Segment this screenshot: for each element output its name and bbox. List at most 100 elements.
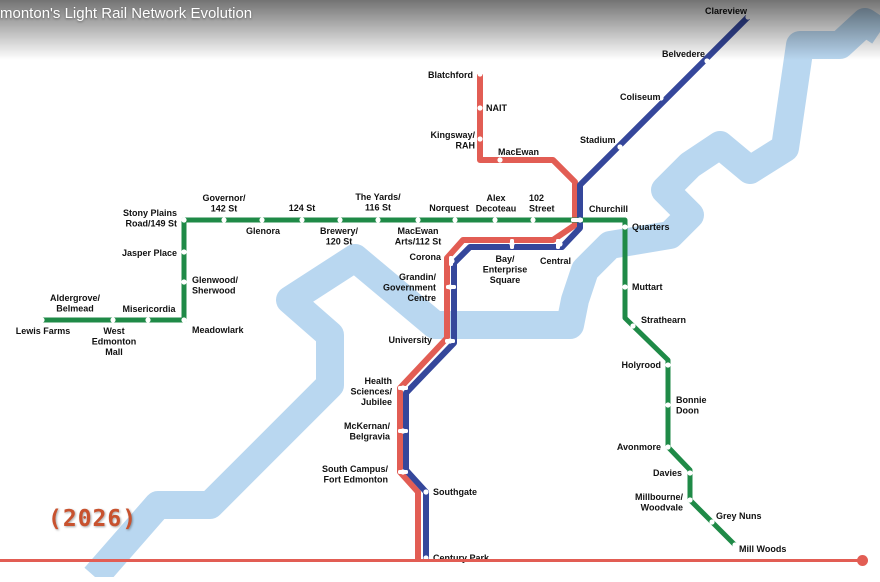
station-marker-strathearn — [630, 323, 636, 329]
station-marker-street-102 — [530, 217, 536, 223]
station-label-lewis-farms: Lewis Farms — [16, 326, 71, 336]
station-label-blatchford: Blatchford — [428, 70, 473, 80]
station-label-governor: Governor/142 St — [202, 193, 246, 214]
station-marker-kingsway — [477, 136, 483, 142]
station-label-strathearn: Strathearn — [641, 315, 686, 325]
year-label: (2026) — [48, 506, 138, 532]
station-label-glenora: Glenora — [246, 226, 281, 236]
station-label-university: University — [388, 335, 432, 345]
station-marker-davies — [687, 470, 693, 476]
station-label-davies: Davies — [653, 468, 682, 478]
station-label-churchill: Churchill — [589, 204, 628, 214]
station-marker-aldergrove — [110, 317, 116, 323]
video-progress-bar[interactable] — [0, 555, 880, 566]
station-marker-quarters — [622, 224, 628, 230]
station-label-southgate: Southgate — [433, 487, 477, 497]
station-marker-glenora — [259, 217, 265, 223]
video-progress-fill — [0, 559, 863, 562]
station-marker-macewan-arts — [415, 217, 421, 223]
station-marker-bonnie-doon — [665, 402, 671, 408]
station-marker-stadium — [617, 144, 623, 150]
station-label-st-124: 124 St — [289, 203, 316, 213]
station-label-mill-woods: Mill Woods — [739, 544, 786, 554]
station-label-belvedere: Belvedere — [662, 49, 705, 59]
station-marker-stony-plains — [181, 217, 187, 223]
station-marker-misericordia — [145, 317, 151, 323]
station-label-holyrood: Holyrood — [622, 360, 662, 370]
interchange-marker — [556, 239, 560, 249]
station-label-norquest: Norquest — [429, 203, 469, 213]
station-label-grey-nuns: Grey Nuns — [716, 511, 762, 521]
river — [84, 8, 880, 582]
station-label-aldergrove: Aldergrove/Belmead — [50, 293, 101, 314]
video-progress-handle[interactable] — [857, 555, 869, 566]
station-label-stadium: Stadium — [580, 135, 616, 145]
station-marker-avonmore — [665, 444, 671, 450]
valley-line-path — [42, 217, 737, 547]
station-marker-holyrood — [665, 362, 671, 368]
station-label-kingsway: Kingsway/RAH — [430, 130, 475, 151]
station-label-corona: Corona — [410, 252, 442, 262]
station-marker-the-yards — [375, 217, 381, 223]
station-label-south-campus: South Campus/Fort Edmonton — [322, 464, 389, 485]
station-label-brewery: Brewery/120 St — [320, 226, 359, 247]
station-label-coliseum: Coliseum — [620, 92, 661, 102]
station-label-quarters: Quarters — [632, 222, 670, 232]
station-marker-belvedere — [704, 58, 710, 64]
station-marker-brewery — [337, 217, 343, 223]
station-label-century-park: Century Park — [433, 553, 490, 563]
station-label-glenwood: Glenwood/Sherwood — [192, 275, 238, 296]
station-label-misericordia: Misericordia — [122, 304, 176, 314]
station-marker-grey-nuns — [709, 519, 715, 525]
interchange-marker — [446, 285, 456, 289]
station-marker-norquest — [452, 217, 458, 223]
station-marker-lewis-farms — [39, 317, 45, 323]
station-marker-macewan — [497, 157, 503, 163]
video-title: monton's Light Rail Network Evolution — [0, 5, 253, 22]
interchange-marker — [398, 470, 408, 474]
station-label-meadowlark: Meadowlark — [192, 325, 245, 335]
interchange-marker — [398, 386, 408, 390]
station-label-central: Central — [540, 256, 571, 266]
station-marker-meadowlark — [181, 317, 187, 323]
station-label-mckernan: McKernan/Belgravia — [344, 421, 391, 442]
station-marker-jasper-place — [181, 249, 187, 255]
interchange-marker — [449, 256, 453, 266]
station-marker-nait — [477, 105, 483, 111]
station-label-jasper-place: Jasper Place — [122, 248, 177, 258]
station-label-muttart: Muttart — [632, 282, 663, 292]
station-marker-coliseum — [658, 95, 664, 101]
interchange-marker — [510, 239, 514, 249]
station-marker-alex-decoteau — [492, 217, 498, 223]
station-marker-glenwood — [181, 279, 187, 285]
interchange-marker — [398, 429, 408, 433]
capital-line-path — [403, 14, 751, 560]
station-label-clareview: Clareview — [705, 6, 748, 16]
station-marker-millbourne — [687, 497, 693, 503]
station-label-macewan: MacEwan — [498, 147, 539, 157]
station-marker-mill-woods — [732, 542, 738, 548]
station-marker-muttart — [622, 284, 628, 290]
station-marker-st-124 — [299, 217, 305, 223]
station-label-the-yards: The Yards/116 St — [355, 192, 401, 213]
interchange-marker — [445, 339, 455, 343]
station-marker-governor — [221, 217, 227, 223]
station-label-nait: NAIT — [486, 103, 507, 113]
station-marker-blatchford — [477, 71, 483, 77]
station-label-millbourne: Millbourne/Woodvale — [635, 492, 683, 513]
station-label-avonmore: Avonmore — [617, 442, 661, 452]
station-marker-southgate — [423, 489, 429, 495]
interchange-marker — [571, 218, 583, 222]
